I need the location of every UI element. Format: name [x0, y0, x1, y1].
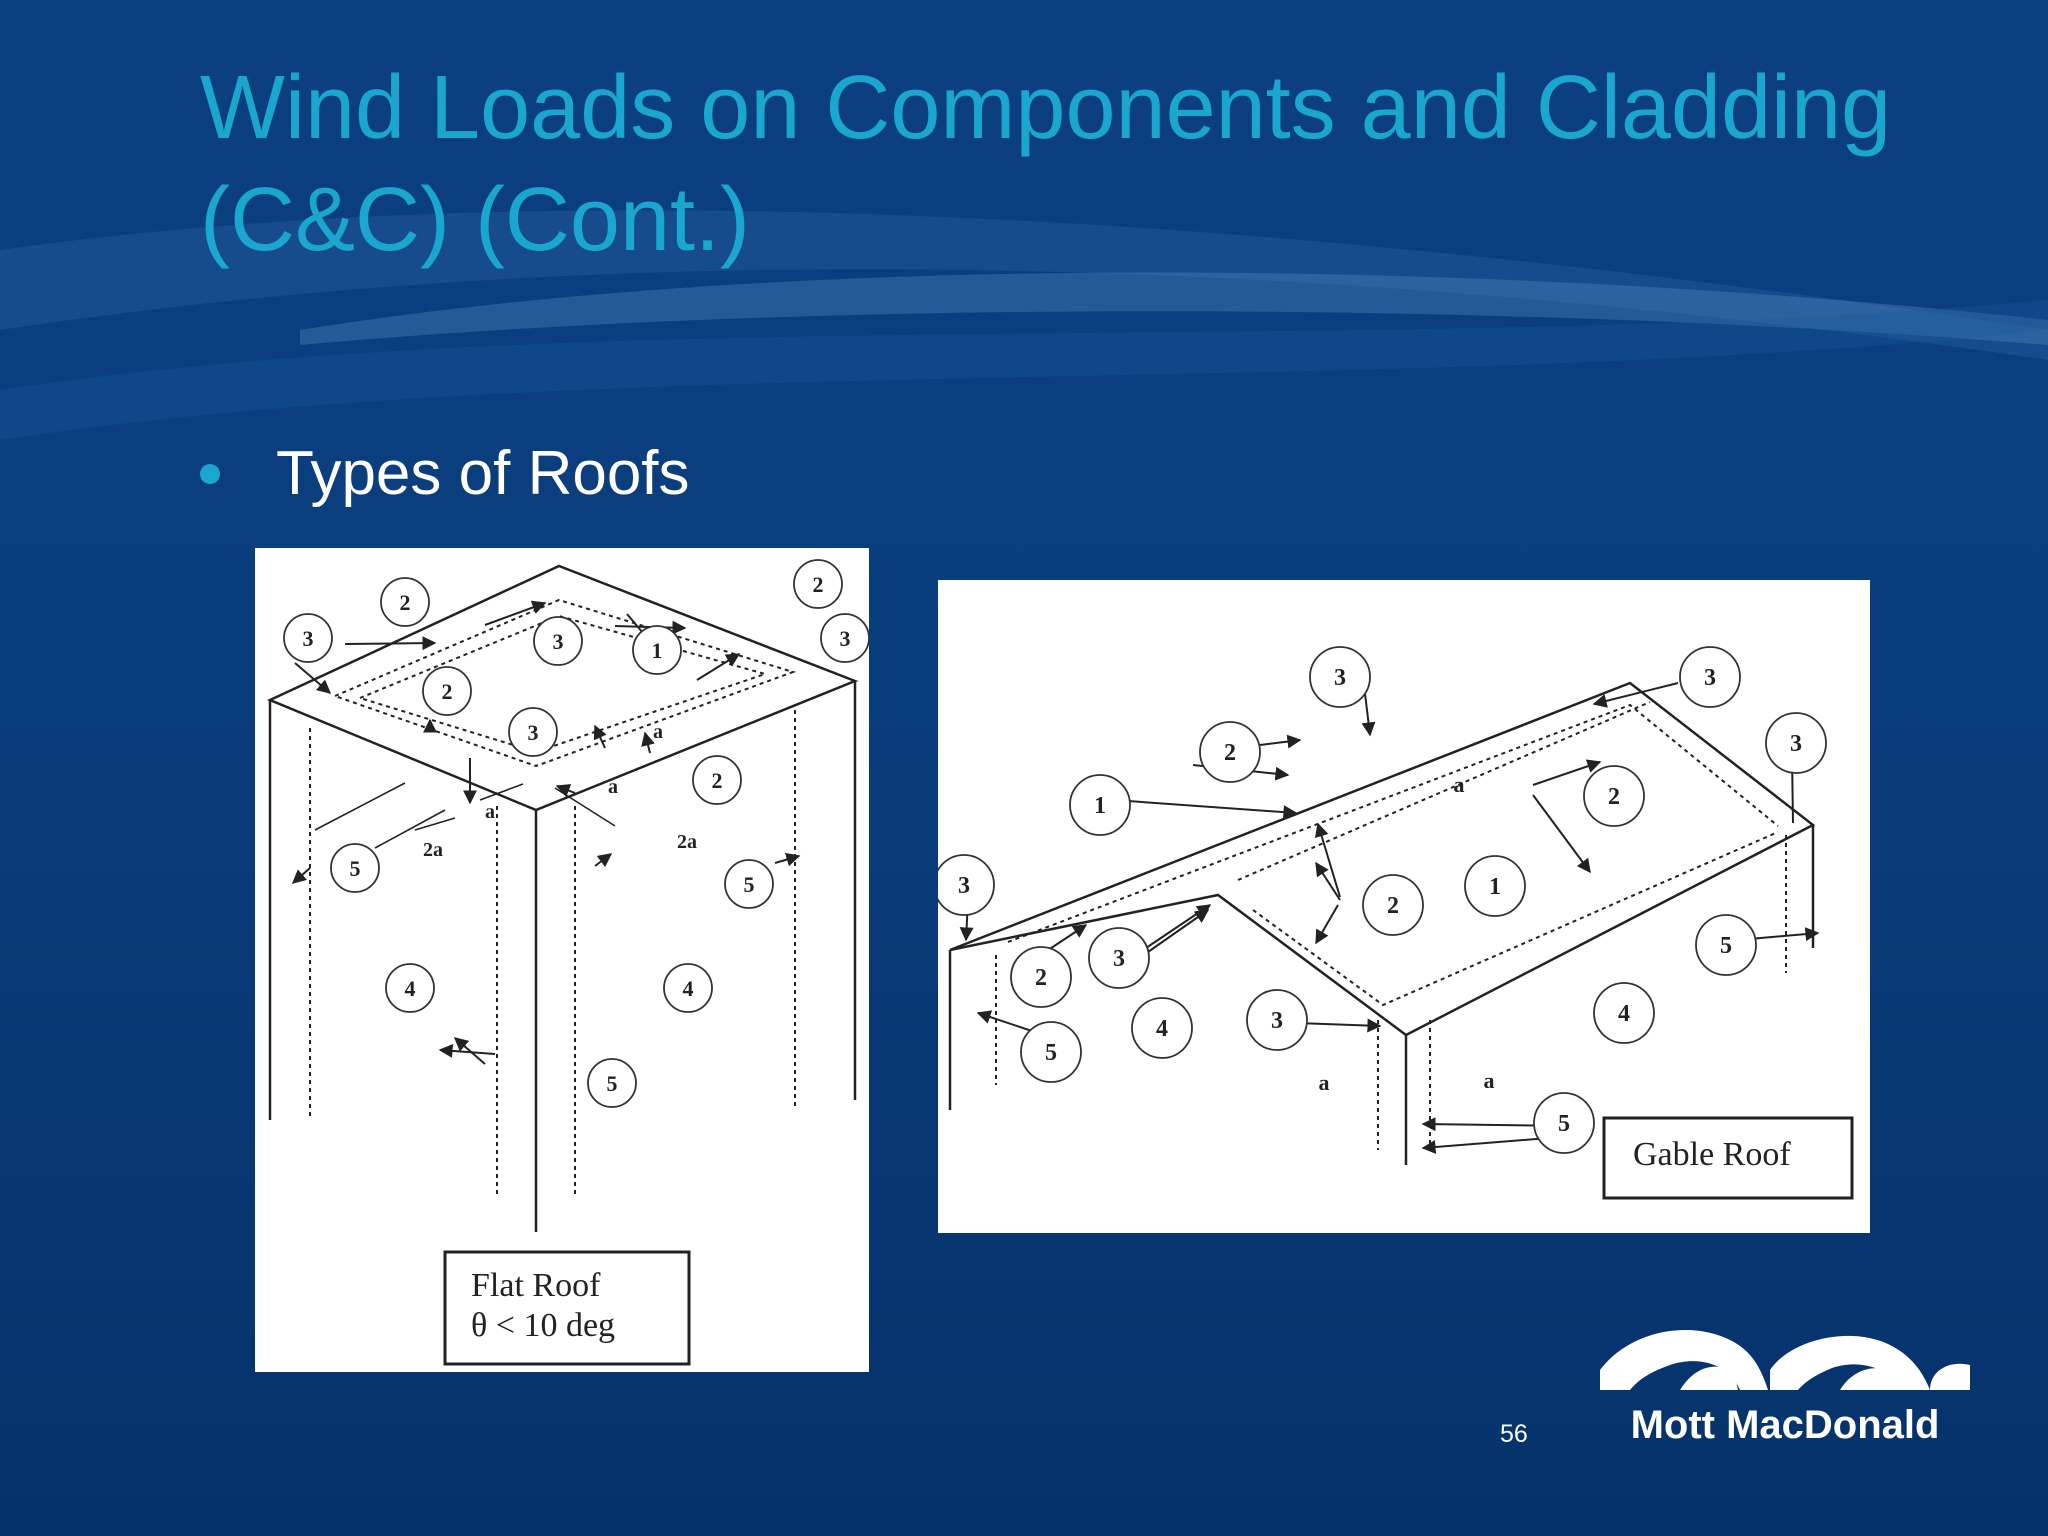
flat-caption-line-2: θ < 10 deg — [471, 1307, 615, 1344]
svg-text:4: 4 — [405, 976, 416, 1001]
flat-dim-a-1: a — [653, 721, 663, 743]
svg-text:3: 3 — [840, 626, 851, 651]
flat-dim-a-3: a — [485, 801, 495, 823]
svg-text:2: 2 — [1035, 965, 1047, 991]
logo-text: Mott MacDonald — [1631, 1403, 1940, 1447]
gable-roof-figure: 3 3 3 2 1 2 2 1 3 2 3 5 5 4 3 4 5 a a a … — [938, 580, 1870, 1233]
svg-text:5: 5 — [607, 1071, 618, 1096]
svg-text:3: 3 — [1334, 665, 1346, 691]
flat-dim-a-2: a — [608, 776, 618, 798]
svg-text:2: 2 — [1387, 893, 1399, 919]
gable-caption: Gable Roof — [1633, 1136, 1791, 1173]
flat-dim-2a-1: 2a — [423, 839, 443, 861]
svg-text:2: 2 — [1608, 784, 1620, 810]
svg-text:1: 1 — [1489, 874, 1501, 900]
svg-text:3: 3 — [528, 720, 539, 745]
flat-roof-figure: 2 3 3 1 2 3 2 3 2 5 5 4 4 5 a a a 2a 2a … — [255, 548, 869, 1372]
slide-title: Wind Loads on Components and Cladding (C… — [200, 52, 1980, 276]
svg-text:5: 5 — [1558, 1111, 1570, 1137]
svg-text:5: 5 — [1045, 1040, 1057, 1066]
svg-text:5: 5 — [350, 856, 361, 881]
svg-text:2: 2 — [400, 590, 411, 615]
svg-text:3: 3 — [958, 873, 970, 899]
svg-text:5: 5 — [1720, 933, 1732, 959]
title-line-2: (C&C) (Cont.) — [200, 170, 751, 270]
svg-text:4: 4 — [1156, 1016, 1168, 1042]
mott-macdonald-logo: Mott MacDonald — [1600, 1330, 1970, 1447]
svg-text:2: 2 — [1224, 740, 1236, 766]
flat-dim-2a-2: 2a — [677, 831, 697, 853]
svg-text:3: 3 — [303, 626, 314, 651]
gable-dim-a-2: a — [1319, 1070, 1330, 1095]
page-number: 56 — [1500, 1420, 1528, 1448]
bullet-item: Types of Roofs — [200, 438, 690, 509]
gable-dim-a-1: a — [1454, 772, 1465, 797]
svg-text:3: 3 — [1704, 665, 1716, 691]
svg-text:3: 3 — [1113, 946, 1125, 972]
svg-text:4: 4 — [1618, 1001, 1630, 1027]
svg-text:5: 5 — [744, 872, 755, 897]
title-line-1: Wind Loads on Components and Cladding — [200, 58, 1892, 158]
svg-text:4: 4 — [683, 976, 694, 1001]
svg-text:3: 3 — [1271, 1008, 1283, 1034]
flat-caption-line-1: Flat Roof — [471, 1267, 601, 1304]
gable-dim-a-3: a — [1484, 1068, 1495, 1093]
svg-text:3: 3 — [1790, 731, 1802, 757]
svg-text:2: 2 — [442, 679, 453, 704]
svg-text:1: 1 — [652, 638, 663, 663]
bullet-text: Types of Roofs — [276, 439, 690, 508]
bullet-icon — [200, 463, 220, 484]
svg-text:2: 2 — [813, 572, 824, 597]
svg-text:2: 2 — [712, 768, 723, 793]
svg-text:3: 3 — [553, 629, 564, 654]
svg-text:1: 1 — [1094, 793, 1106, 819]
